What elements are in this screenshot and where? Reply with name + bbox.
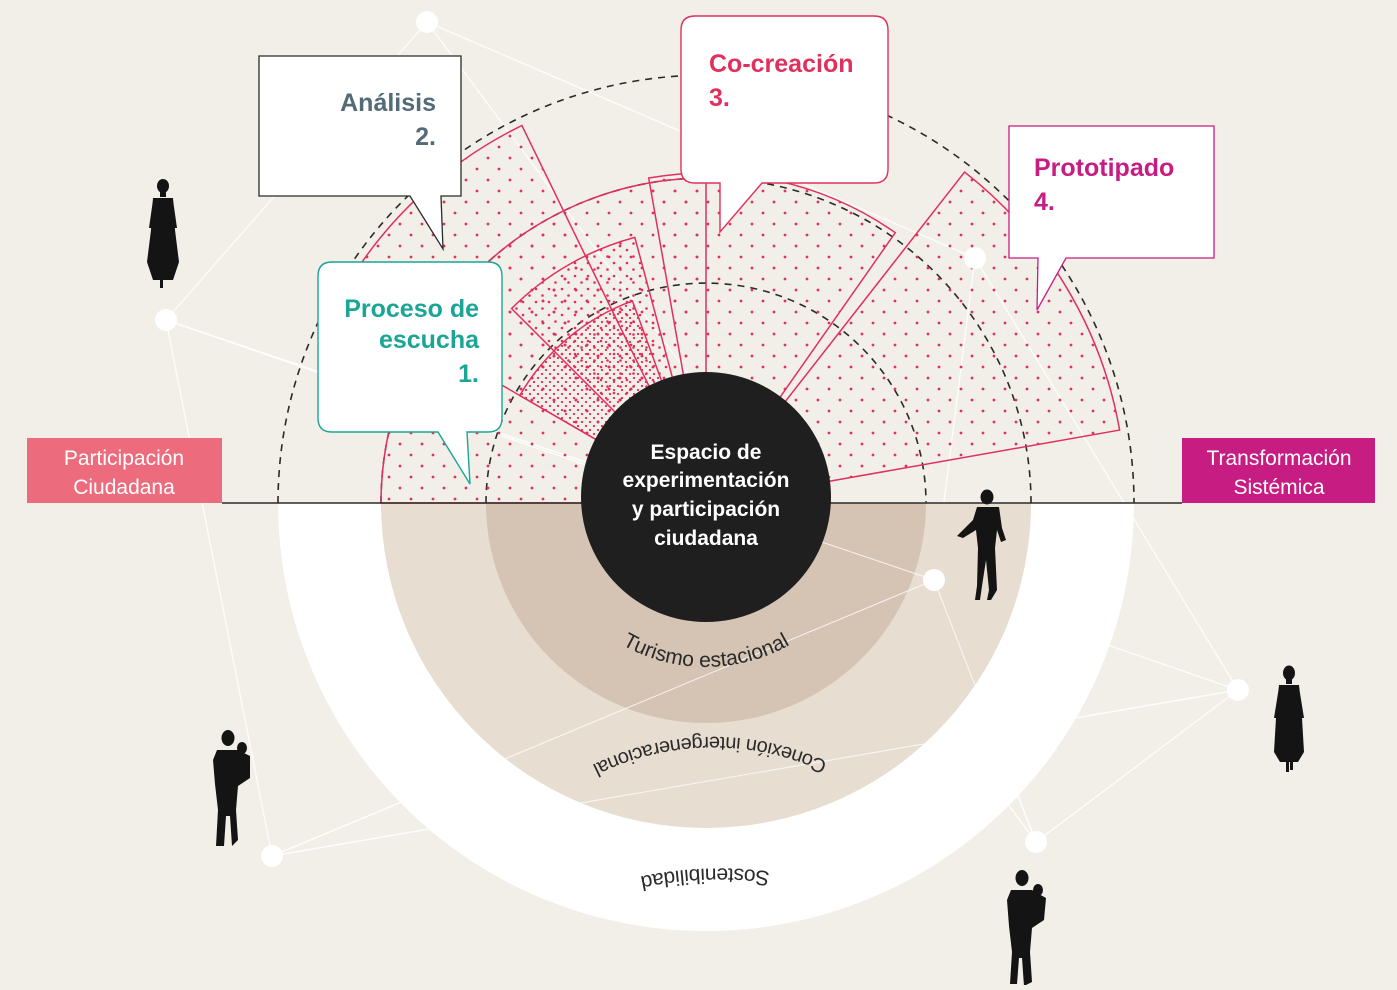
person-carrying-child-icon bbox=[1007, 870, 1046, 986]
network-link bbox=[165, 319, 273, 857]
network-node bbox=[923, 569, 945, 591]
network-node bbox=[416, 11, 438, 33]
center-line-3: y participación bbox=[632, 498, 780, 521]
network-link bbox=[271, 689, 1239, 857]
network-node bbox=[964, 247, 986, 269]
phase-3-title: Co-creación bbox=[709, 50, 853, 78]
right-label-line-2: Sistémica bbox=[1233, 476, 1324, 499]
network-node bbox=[155, 309, 177, 331]
person-walking-icon bbox=[957, 489, 1006, 600]
phase-1-title-line-2: escucha bbox=[379, 326, 480, 354]
phase-1-title-line-1: Proceso de bbox=[344, 295, 479, 323]
bubble-analisis: Análisis 2. bbox=[258, 55, 462, 252]
phase-2-title: Análisis bbox=[340, 89, 436, 117]
phase-4-number: 4. bbox=[1034, 188, 1055, 216]
network-node bbox=[1025, 831, 1047, 853]
network-link bbox=[1035, 689, 1239, 843]
phase-2-number: 2. bbox=[415, 123, 436, 151]
network-link bbox=[933, 579, 1037, 843]
side-label-left: Participación Ciudadana bbox=[27, 438, 222, 503]
bubble-proceso-escucha: Proceso de escucha 1. bbox=[317, 261, 503, 485]
center-line-4: ciudadana bbox=[654, 527, 758, 550]
left-label-line-1: Participación bbox=[64, 447, 184, 470]
bubble-prototipado: Prototipado 4. bbox=[1008, 125, 1215, 311]
people-figures bbox=[147, 179, 1304, 986]
left-label-line-2: Ciudadana bbox=[73, 476, 175, 499]
person-carrying-child-icon bbox=[213, 730, 250, 846]
right-label-line-1: Transformación bbox=[1206, 447, 1351, 470]
network-node bbox=[261, 845, 283, 867]
network-node bbox=[1227, 679, 1249, 701]
bubble-co-creacion: Co-creación 3. bbox=[680, 15, 889, 234]
center-line-2: experimentación bbox=[623, 469, 790, 492]
side-label-right: Transformación Sistémica bbox=[1182, 438, 1375, 503]
phase-1-number: 1. bbox=[458, 360, 479, 388]
person-standing-icon bbox=[1274, 665, 1304, 772]
person-standing-icon bbox=[147, 179, 179, 288]
center-circle bbox=[581, 372, 831, 622]
network-nodes bbox=[155, 11, 1249, 867]
rings bbox=[278, 503, 1134, 931]
center-line-1: Espacio de bbox=[651, 441, 762, 464]
phase-3-number: 3. bbox=[709, 84, 730, 112]
phase-4-title: Prototipado bbox=[1034, 154, 1174, 182]
center-label: Espacio de experimentación y participaci… bbox=[623, 441, 790, 550]
network-link bbox=[271, 579, 935, 857]
